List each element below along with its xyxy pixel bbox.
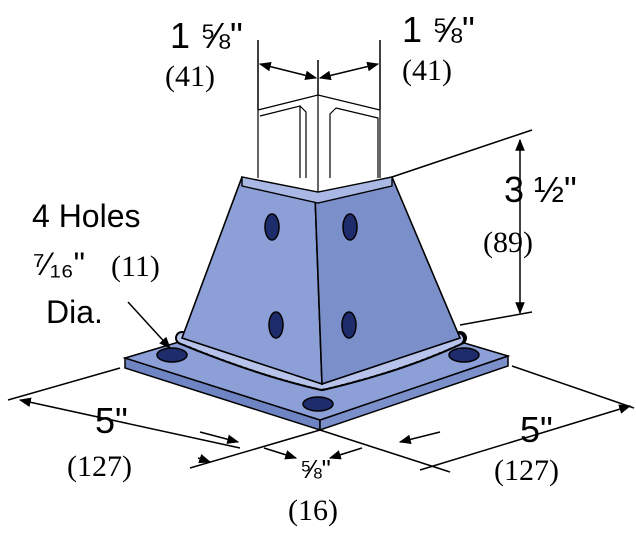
right-width-mm-label: (41) [402,54,452,87]
holes-diameter-inch-label: ⁷⁄₁₆" [33,246,85,282]
height-inch-label: 3 ½" [504,169,577,210]
holes-count-label: 4 Holes [32,198,141,234]
height-mm-label: (89) [483,226,533,259]
left-width-mm-label: (41) [165,60,215,93]
base-right-inch-label: 5" [520,409,553,450]
left-width-inch-label: 1 ⅝" [170,15,243,56]
base-right-mm-label: (127) [494,454,559,487]
thickness-inch-label: ⅝" [300,454,331,484]
right-width-inch-label: 1 ⅝" [402,9,475,50]
holes-diameter-mm-label: (11) [111,250,160,283]
base-left-inch-label: 5" [95,400,128,441]
holes-dia-label: Dia. [46,294,103,330]
gusset-hole-icon [264,213,358,339]
dimension-lines [7,40,635,473]
channel-post [257,94,381,192]
base-hole-icon [156,302,480,412]
base-left-mm-label: (127) [67,450,132,483]
thickness-mm-label: (16) [288,494,338,527]
